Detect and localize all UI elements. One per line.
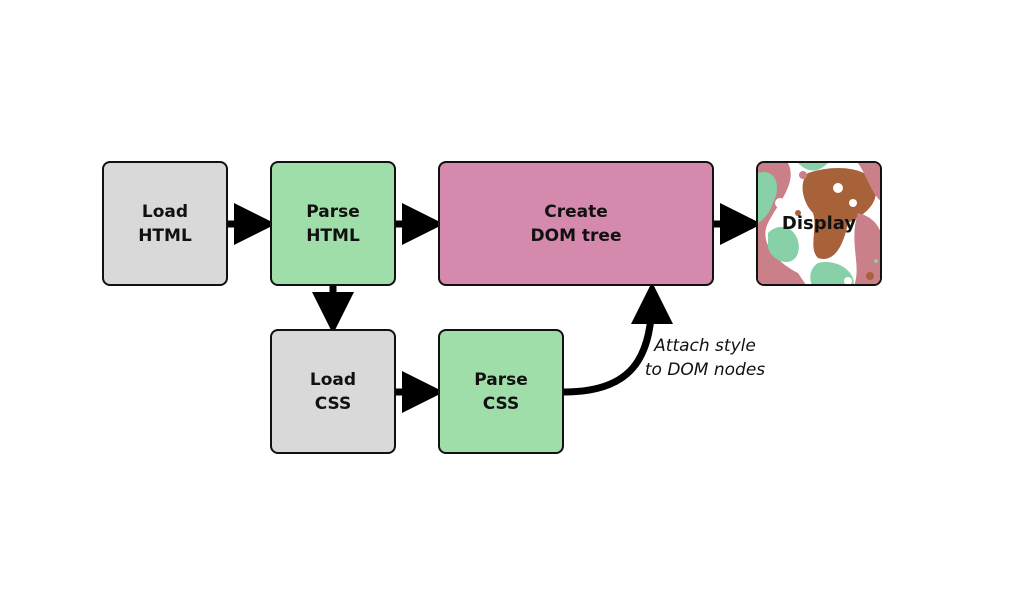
node-label: Create: [544, 201, 608, 222]
display-pattern-icon: [758, 163, 880, 284]
node-label: DOM tree: [530, 225, 622, 246]
edge-parse-css-to-create-dom: [563, 282, 673, 396]
node-label: HTML: [306, 225, 360, 246]
edge-label-line: Attach style: [654, 336, 756, 356]
node-label: HTML: [138, 225, 192, 246]
edge-label-line: to DOM nodes: [644, 360, 766, 380]
node-label: Parse: [306, 201, 360, 222]
node-label: Display: [781, 212, 857, 234]
node-label: Load: [309, 369, 357, 390]
node-label: CSS: [482, 393, 520, 414]
node-label: Parse: [474, 369, 528, 390]
node-display: Display: [756, 161, 882, 286]
edge-label-attach-style: Attach style to DOM nodes: [630, 334, 780, 382]
node-label: Load: [141, 201, 189, 222]
node-label: CSS: [314, 393, 352, 414]
